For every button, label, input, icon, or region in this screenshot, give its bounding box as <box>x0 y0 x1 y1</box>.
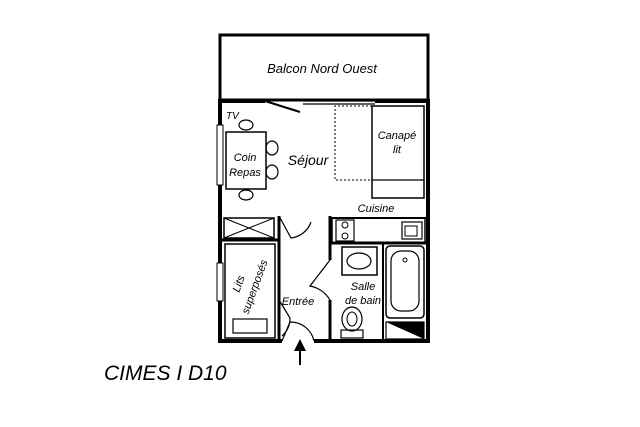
dining-table <box>225 131 267 190</box>
kitchen-hob <box>335 219 355 242</box>
dining-chair <box>238 119 254 131</box>
toilet-bowl <box>341 306 363 332</box>
entrance-arrow-icon <box>294 339 306 351</box>
balcony-label: Balcon Nord Ouest <box>267 61 378 76</box>
washbasin <box>346 252 372 270</box>
kitchen-sink-basin <box>404 225 418 237</box>
bathtub <box>385 245 425 319</box>
door-swing-living <box>278 215 312 239</box>
door-swing-bathroom <box>308 259 331 301</box>
sofa-bed-unfolded <box>334 105 372 181</box>
dining-chair <box>265 164 279 180</box>
bathtub-drain <box>402 257 408 263</box>
service-shaft-frame <box>385 321 425 340</box>
bathtub-inner <box>390 250 420 312</box>
kitchen-label: Cuisine <box>358 203 395 215</box>
door-swing-entrance <box>281 321 315 342</box>
sofa-label-line2: lit <box>393 144 402 156</box>
dining-chair <box>238 189 254 201</box>
bunk-label-line1: Lits <box>231 273 248 294</box>
window-left-bottom <box>216 262 224 302</box>
bathroom-label-line2: de bain <box>345 295 381 307</box>
living-label: Séjour <box>288 152 330 168</box>
plan-title: CIMES I D10 <box>104 362 227 385</box>
tv-label: TV <box>226 111 240 122</box>
washbasin-counter <box>341 246 378 276</box>
bathroom-label-line1: Salle <box>351 281 375 293</box>
service-shaft <box>386 322 424 339</box>
storage-cross <box>223 217 275 239</box>
bunk-bed <box>224 243 276 339</box>
dining-label-line2: Repas <box>229 167 261 179</box>
balcony-area <box>218 33 430 102</box>
bunk-pillow <box>232 318 268 334</box>
hob-burner <box>341 221 349 229</box>
toilet-tank <box>340 329 364 339</box>
dining-chair <box>265 140 279 156</box>
storage-cupboard <box>223 217 275 239</box>
kitchen-sink <box>401 221 423 240</box>
dining-label-line1: Coin <box>234 152 257 164</box>
window-left-top <box>216 124 224 186</box>
entrance-label: Entrée <box>282 296 314 308</box>
toilet-seat <box>346 311 358 327</box>
balcony-door-leaf <box>264 100 301 113</box>
hob-burner <box>341 232 349 240</box>
sofa-bed <box>371 105 425 199</box>
sofa-label-line1: Canapé <box>378 130 417 142</box>
